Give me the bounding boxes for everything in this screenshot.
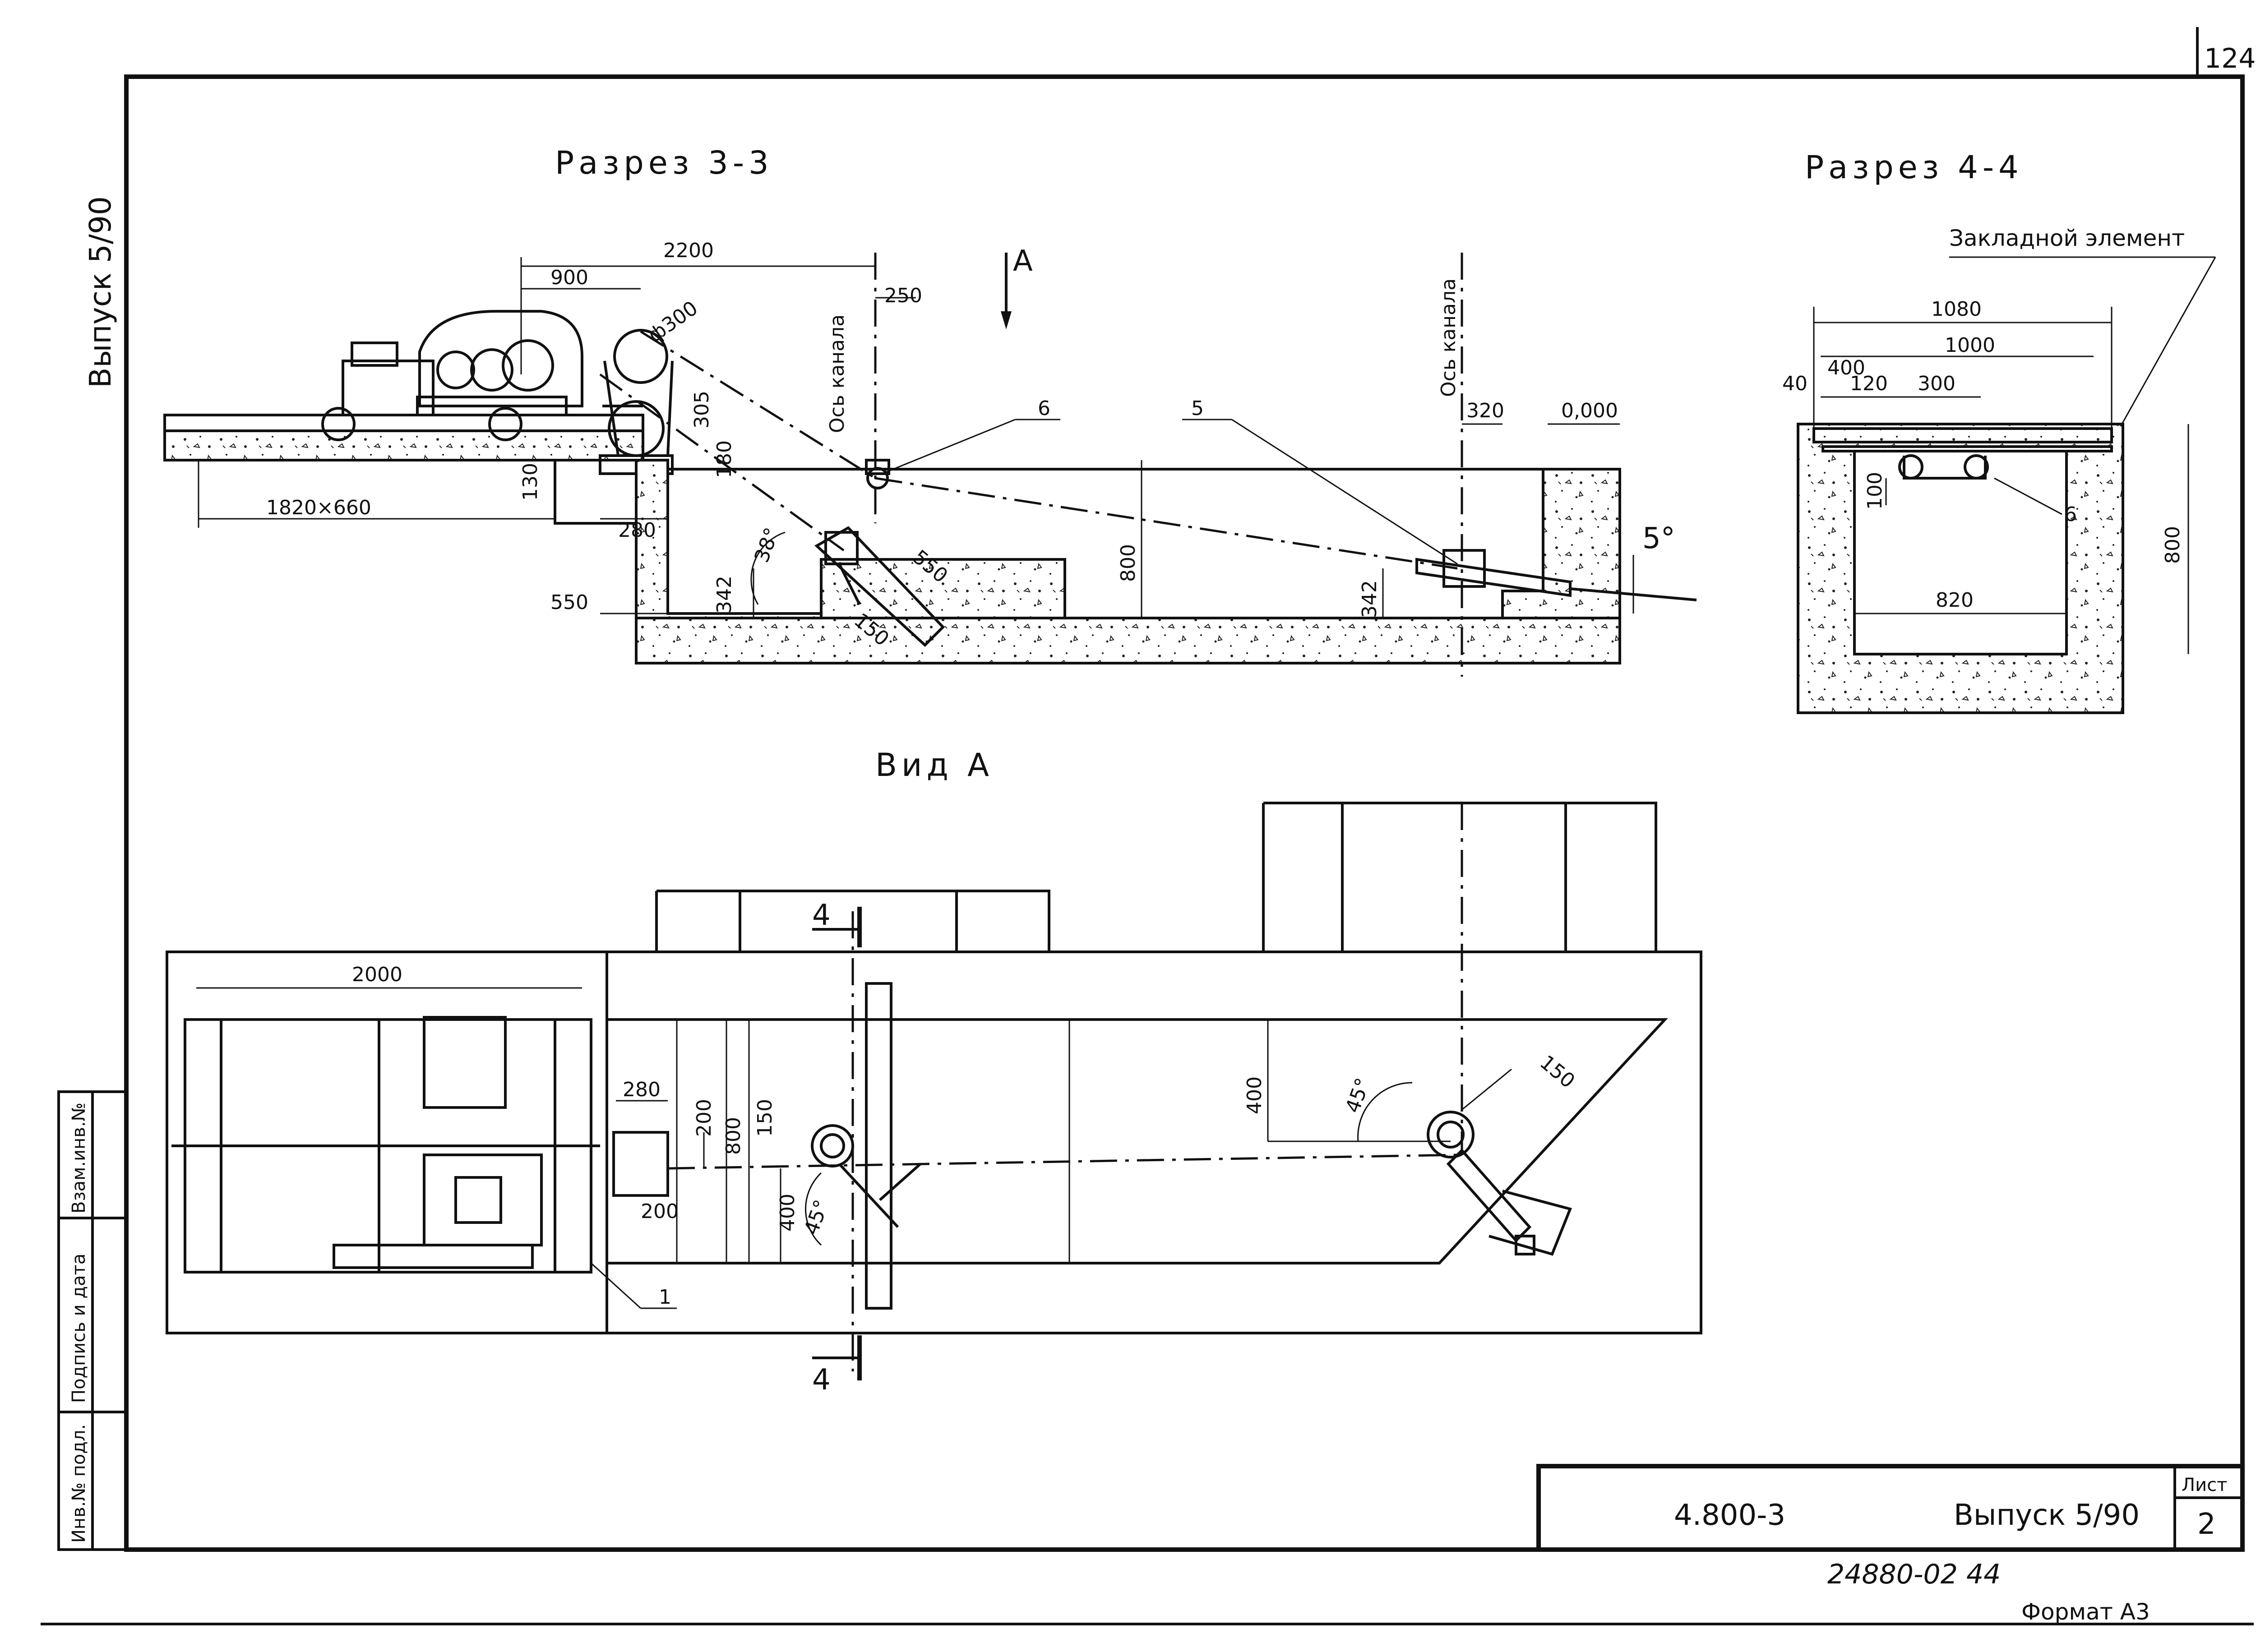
section-mark-bottom: 4 xyxy=(812,1363,831,1397)
dim-38-deg: 38° xyxy=(750,525,784,566)
axis-label-left: Ось канала xyxy=(826,314,849,433)
dim-305: 305 xyxy=(690,391,713,429)
dim-800-section: 800 xyxy=(2161,526,2184,564)
view-a-title: Вид А xyxy=(875,747,994,784)
section-mark-top: 4 xyxy=(812,899,831,932)
dim-342-left: 342 xyxy=(713,576,736,614)
view-a-drawing xyxy=(166,802,1702,1380)
dim-2000: 2000 xyxy=(352,963,402,986)
section-4-4-title: Разрез 4-4 xyxy=(1805,149,2023,186)
dim-2200: 2200 xyxy=(663,239,714,262)
page-number: 124 xyxy=(2204,43,2256,74)
level-mark: 0,000 xyxy=(1561,399,1618,422)
title-issue: Выпуск 5/90 xyxy=(1954,1499,2140,1532)
callout-6-section: 6 xyxy=(2064,503,2077,526)
dim-342-right: 342 xyxy=(1358,580,1381,618)
view-arrow-label: А xyxy=(1013,245,1033,278)
dim-280: 280 xyxy=(618,519,656,542)
archive-number: 24880-02 44 xyxy=(1827,1559,2001,1590)
title-sheet-number: 2 xyxy=(2197,1508,2216,1541)
callout-1: 1 xyxy=(659,1286,671,1309)
section-4-4-drawing xyxy=(1797,256,2216,714)
callout-5: 5 xyxy=(1191,397,1204,420)
dim-5-deg: 5° xyxy=(1642,522,1675,555)
dim-300: 300 xyxy=(1918,372,1956,395)
callout-6: 6 xyxy=(1038,397,1050,420)
embedded-element-label: Закладной элемент xyxy=(1949,225,2185,251)
stamp-columns xyxy=(57,1090,128,1551)
title-designation: 4.800-3 xyxy=(1674,1499,1785,1532)
dim-120: 120 xyxy=(1850,372,1888,395)
dim-400-top: 400 xyxy=(1827,356,1865,379)
title-sheet-label: Лист xyxy=(2182,1475,2227,1495)
section-3-3-title: Разрез 3-3 xyxy=(555,144,773,181)
side-issue-label: Выпуск 5/90 xyxy=(83,196,118,388)
stamp-inv-original: Инв.№ подл. xyxy=(69,1424,89,1543)
dim-550-left: 550 xyxy=(550,591,588,614)
dim-250: 250 xyxy=(884,284,922,307)
dim-100: 100 xyxy=(1863,472,1886,510)
dim-130: 130 xyxy=(519,463,542,501)
dim-200-top: 200 xyxy=(693,1099,716,1137)
dim-45-right: 45° xyxy=(1341,1075,1375,1116)
sheet-frame xyxy=(41,27,2254,1625)
dim-1000: 1000 xyxy=(1945,334,1995,357)
dim-800-channel: 800 xyxy=(1117,544,1140,582)
dim-400-plan-left: 400 xyxy=(776,1194,799,1232)
dim-150-plan-right: 150 xyxy=(1535,1051,1579,1093)
stamp-signature-date: Подпись и дата xyxy=(69,1254,89,1403)
dim-280-plan: 280 xyxy=(623,1078,661,1101)
format-label: Формат А3 xyxy=(2021,1599,2150,1625)
section-3-3-drawing xyxy=(163,253,1697,677)
dim-400-plan-right: 400 xyxy=(1243,1076,1266,1114)
dim-900: 900 xyxy=(550,266,588,289)
dim-1820x660: 1820×660 xyxy=(266,496,371,519)
dim-45-left: 45° xyxy=(800,1197,833,1238)
title-block xyxy=(1536,1464,2245,1552)
dim-150-plan: 150 xyxy=(754,1099,777,1137)
dim-820: 820 xyxy=(1936,589,1974,612)
stamp-inv-replaced: Взам.инв.№ xyxy=(69,1103,89,1214)
dim-1080: 1080 xyxy=(1931,298,1982,321)
dim-800-plan: 800 xyxy=(722,1117,745,1155)
dim-180: 180 xyxy=(713,440,736,478)
dim-phi300: ф300 xyxy=(644,296,702,347)
dim-40: 40 xyxy=(1782,372,1808,395)
axis-label-right: Ось канала xyxy=(1437,278,1460,397)
dim-200-bottom: 200 xyxy=(641,1200,679,1223)
dim-320: 320 xyxy=(1466,399,1504,422)
